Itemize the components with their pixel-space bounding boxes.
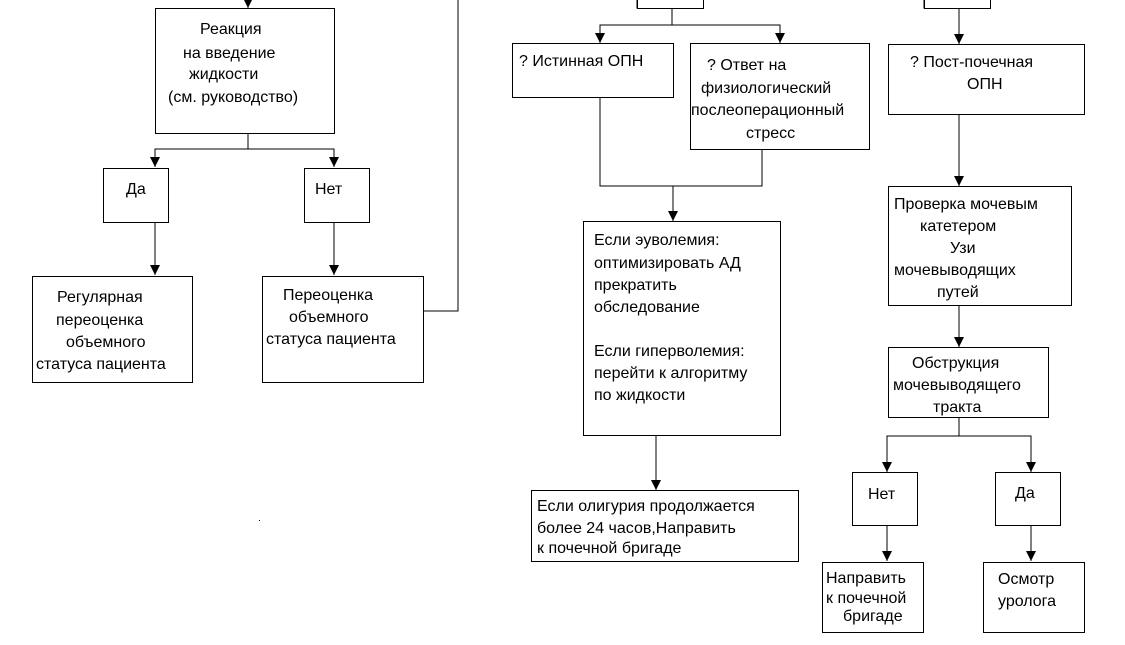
box-text-line: по жидкости: [594, 387, 686, 404]
box-text-line: Переоценка: [283, 287, 374, 304]
box-text-line: стресс: [746, 125, 796, 142]
box-text-line: Реакция: [200, 21, 262, 38]
box-label: Нет: [868, 486, 896, 503]
box-text-line: Если олигурия продолжается: [537, 498, 755, 515]
connector: [959, 435, 1036, 472]
box-text-line: уролога: [998, 593, 1057, 610]
no-box-right: Нет: [852, 472, 918, 526]
box-text-line: бригаде: [843, 608, 903, 625]
box-text-line: статуса пациента: [36, 356, 166, 373]
connector: [595, 24, 672, 43]
physiological-stress-box: ? Ответ на физиологический послеоперацио…: [690, 43, 870, 150]
box-text-line: Узи: [950, 240, 976, 257]
connector: [424, 0, 459, 312]
box-text-line: послеоперационный: [691, 102, 845, 119]
box-text-line: путей: [937, 284, 979, 301]
volume-reassessment-box: Переоценка объемного статуса пациента: [262, 276, 424, 383]
box-text-line: Если гиперволемия:: [594, 343, 745, 360]
stray-dot: [259, 520, 260, 521]
box-label: Да: [126, 181, 146, 198]
postrenal-aki-box: ? Пост-почечная ОПН: [888, 44, 1085, 115]
box-text-line: Направить: [826, 570, 907, 587]
box-label: Нет: [315, 181, 343, 198]
connector: [150, 133, 249, 167]
yes-box-right: Да: [995, 472, 1061, 526]
box-label: ? Истинная ОПН: [519, 53, 644, 70]
box-text-line: прекратить: [594, 277, 677, 294]
yes-box-left: Да: [103, 168, 169, 223]
regular-reassessment-box: Регулярная переоценка объемного статуса …: [32, 276, 193, 383]
box-text-line: Если эуволемия:: [594, 232, 720, 249]
box-text-line: тракта: [933, 399, 982, 416]
box-text-line: к почечной бригаде: [537, 540, 682, 557]
urinary-obstruction-box: Обструкция мочевыводящего тракта: [888, 347, 1049, 418]
box-text-line: (см. руководство): [168, 89, 299, 106]
no-box-left: Нет: [304, 168, 370, 223]
box-text-line: объемного: [66, 334, 146, 351]
box-text-line: Регулярная: [57, 289, 143, 306]
box-text-line: оптимизировать АД: [594, 255, 741, 272]
box-text-line: более 24 часов,Направить: [537, 520, 736, 537]
box-text-line: статуса пациента: [266, 331, 396, 348]
box-text-line: к почечной: [826, 590, 907, 607]
catheter-ultrasound-box: Проверка мочевым катетером Узи мочевывод…: [888, 186, 1072, 306]
connector: [882, 417, 960, 472]
box-text-line: катетером: [920, 218, 997, 235]
box-text-line: физиологический: [701, 80, 832, 97]
box-text-line: ОПН: [967, 76, 1003, 93]
connector: [672, 24, 785, 43]
box-text-line: объемного: [289, 309, 369, 326]
renal-team-referral-box: Направить к почечной бригаде: [822, 562, 924, 633]
box-text-line: мочевыводящих: [894, 262, 1016, 279]
box-text-line: на введение: [183, 45, 276, 62]
fluid-response-box: Реакция на введение жидкости (см. руково…: [155, 8, 335, 134]
box-text-line: Обструкция: [912, 355, 1000, 372]
box-text-line: жидкости: [189, 66, 259, 83]
box-text-line: мочевыводящего: [893, 377, 1021, 394]
top-stub-box-right: [924, 0, 991, 9]
oliguria-referral-box: Если олигурия продолжается более 24 часо…: [531, 490, 799, 562]
box-text-line: Осмотр: [998, 571, 1055, 588]
top-stub-box-middle: [637, 0, 704, 9]
box-text-line: переоценка: [56, 312, 144, 329]
box-label: Да: [1015, 485, 1035, 502]
urologist-review-box: Осмотр уролога: [983, 562, 1085, 633]
box-text-line: обследование: [594, 299, 700, 316]
true-aki-box: ? Истинная ОПН: [512, 43, 674, 98]
connector: [248, 148, 339, 167]
euvolemia-instructions-box: Если эуволемия: оптимизировать АД прекра…: [583, 221, 781, 436]
connector: [599, 97, 763, 187]
box-text-line: перейти к алгоритму: [594, 365, 748, 382]
box-text-line: ? Пост-почечная: [910, 54, 1034, 71]
box-text-line: Проверка мочевым: [894, 196, 1038, 213]
box-text-line: ? Ответ на: [707, 57, 787, 74]
